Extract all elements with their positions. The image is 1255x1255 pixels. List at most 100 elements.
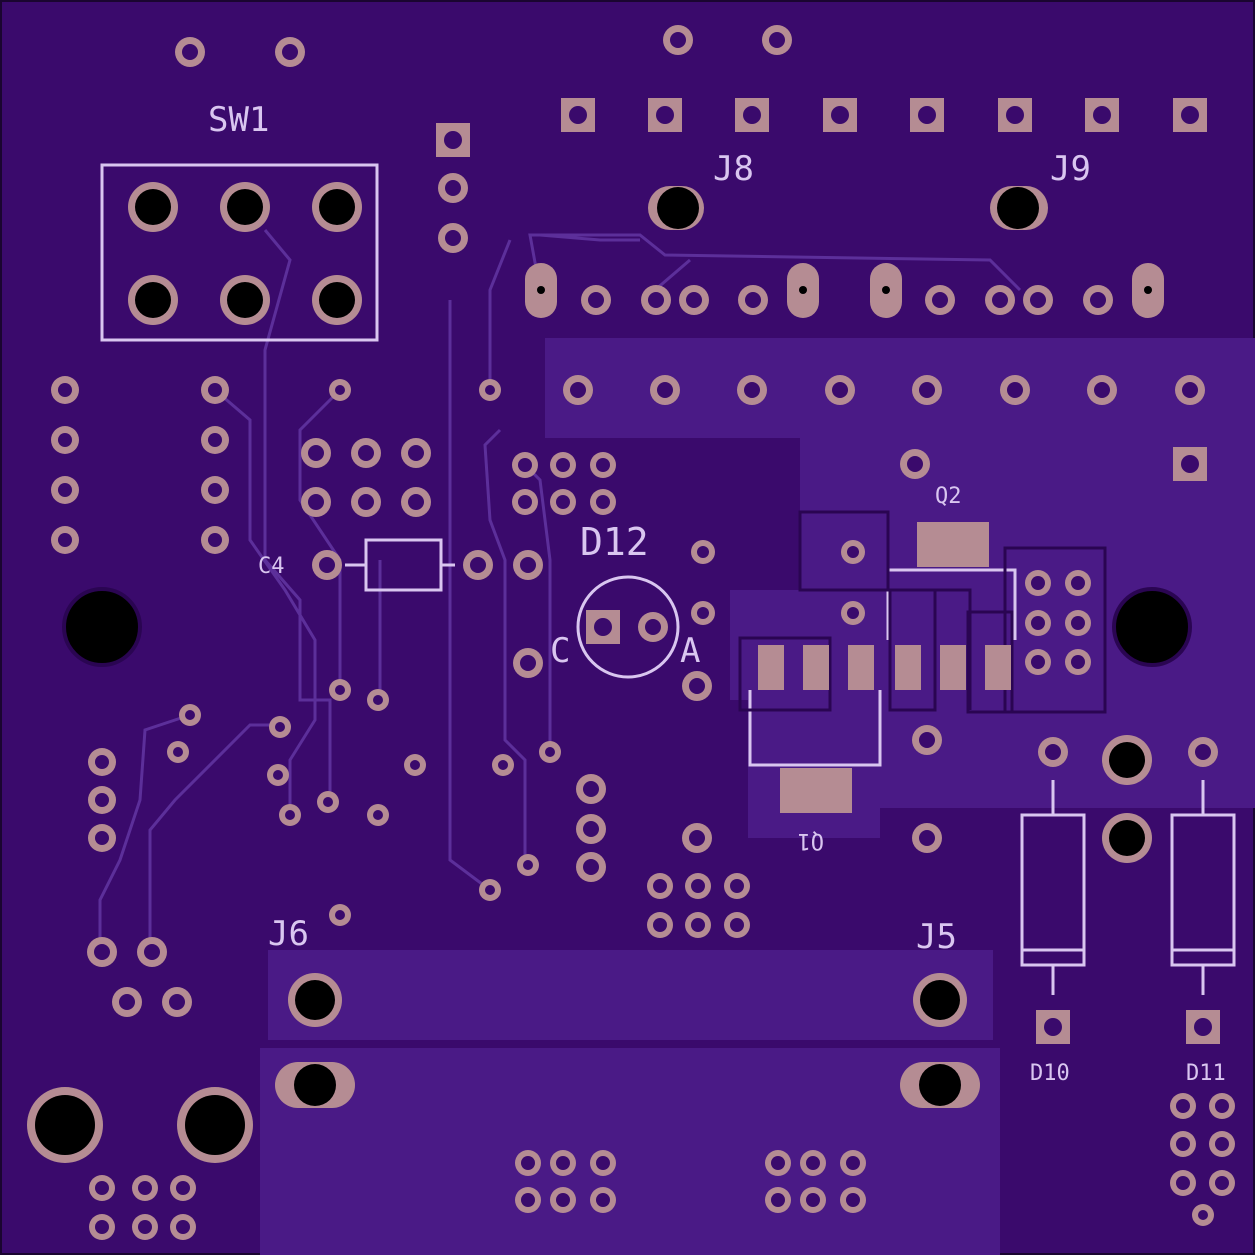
pad-hole	[273, 770, 283, 780]
pad-hole	[653, 879, 667, 893]
pad-hole	[697, 607, 709, 619]
square-pad-holes	[444, 106, 1212, 1036]
pad-hole	[373, 810, 383, 820]
pad-hole	[308, 445, 324, 461]
pad-hole	[185, 710, 195, 720]
pad-hole	[686, 292, 702, 308]
silkscreen-outlines	[100, 163, 1236, 995]
pad-hole	[169, 994, 185, 1010]
pad-hole	[645, 619, 661, 635]
pad-hole	[520, 655, 536, 671]
pad-hole	[282, 44, 298, 60]
mounting-hole-left	[62, 587, 142, 667]
pad-hole	[670, 32, 686, 48]
pad-hole	[691, 918, 705, 932]
mounting-hole-right	[1112, 587, 1192, 667]
pad-hole	[596, 495, 610, 509]
pad-hole	[138, 1181, 152, 1195]
label-j5: J5	[916, 917, 957, 957]
pad-hole	[1031, 655, 1045, 669]
pad-hole	[1071, 616, 1085, 630]
pad-hole	[523, 860, 533, 870]
pad-hole	[847, 607, 859, 619]
pad-hole	[208, 533, 222, 547]
pad-hole	[485, 885, 495, 895]
pad-hole	[518, 458, 532, 472]
pad-hole	[94, 944, 110, 960]
pad-hole	[847, 546, 859, 558]
pad-hole	[58, 433, 72, 447]
pad-hole	[323, 797, 333, 807]
pad-hole	[335, 910, 345, 920]
label-d12: D12	[580, 520, 649, 564]
pad-hole	[498, 760, 508, 770]
label-q1: Q1	[798, 828, 825, 853]
pad-hole	[182, 44, 198, 60]
pad-hole	[992, 292, 1008, 308]
pad-hole	[919, 732, 935, 748]
label-d10: D10	[1030, 1061, 1070, 1086]
pad-hole	[919, 830, 935, 846]
pad-hole	[95, 1181, 109, 1195]
label-d11: D11	[1186, 1061, 1226, 1086]
label-j8: J8	[713, 149, 754, 189]
pad-hole	[208, 483, 222, 497]
pad-hole	[689, 678, 705, 694]
d12-body-outline	[576, 575, 680, 679]
pad-hole	[408, 494, 424, 510]
pad-hole	[932, 292, 948, 308]
pad-hole	[745, 292, 761, 308]
pad-hole	[95, 793, 109, 807]
pad-hole	[1215, 1137, 1229, 1151]
oval-pads	[275, 186, 1164, 1108]
pad-hole	[58, 483, 72, 497]
pad-hole	[144, 944, 160, 960]
pad-hole	[596, 1193, 610, 1207]
pad-hole	[1071, 655, 1085, 669]
pad-hole	[648, 292, 664, 308]
pad-hole	[445, 230, 461, 246]
traces	[98, 229, 1022, 950]
pad-hole	[173, 747, 183, 757]
pad-hole	[1176, 1137, 1190, 1151]
pad-hole	[1045, 744, 1061, 760]
pad-hole	[521, 1193, 535, 1207]
large-pads	[27, 735, 1152, 1163]
pad-hole	[176, 1220, 190, 1234]
pad-hole	[556, 1193, 570, 1207]
pad-hole	[58, 533, 72, 547]
pad-hole	[596, 1156, 610, 1170]
pad-hole	[1090, 292, 1106, 308]
pad-hole	[730, 879, 744, 893]
pad-hole	[1094, 382, 1110, 398]
pad-hole	[846, 1193, 860, 1207]
pad-hole	[806, 1193, 820, 1207]
pad-hole	[1031, 616, 1045, 630]
pad-hole	[358, 494, 374, 510]
pad-hole	[470, 557, 486, 573]
mounting-holes	[62, 587, 1192, 667]
pad-hole	[335, 685, 345, 695]
pad-hole	[176, 1181, 190, 1195]
pad-hole	[119, 994, 135, 1010]
label-c4: C4	[258, 554, 285, 579]
pad-hole	[208, 433, 222, 447]
sw1-outline	[100, 163, 379, 342]
pad-hole	[771, 1156, 785, 1170]
pad-hole	[358, 445, 374, 461]
pad-hole	[485, 385, 495, 395]
pad-hole	[588, 292, 604, 308]
pad-hole	[556, 495, 570, 509]
pad-hole	[691, 879, 705, 893]
pad-hole	[518, 495, 532, 509]
silkscreen-labels: SW1 J8 J9 C4 D12 C A Q2 Q1 J6 J5 D10 D11	[208, 100, 1226, 1086]
pad-hole	[95, 831, 109, 845]
pad-hole	[275, 722, 285, 732]
pad-hole	[583, 781, 599, 797]
pad-hole	[1030, 292, 1046, 308]
pad-hole	[410, 760, 420, 770]
pad-hole	[1215, 1176, 1229, 1190]
pad-hole	[556, 458, 570, 472]
pad-hole	[1198, 1210, 1208, 1220]
